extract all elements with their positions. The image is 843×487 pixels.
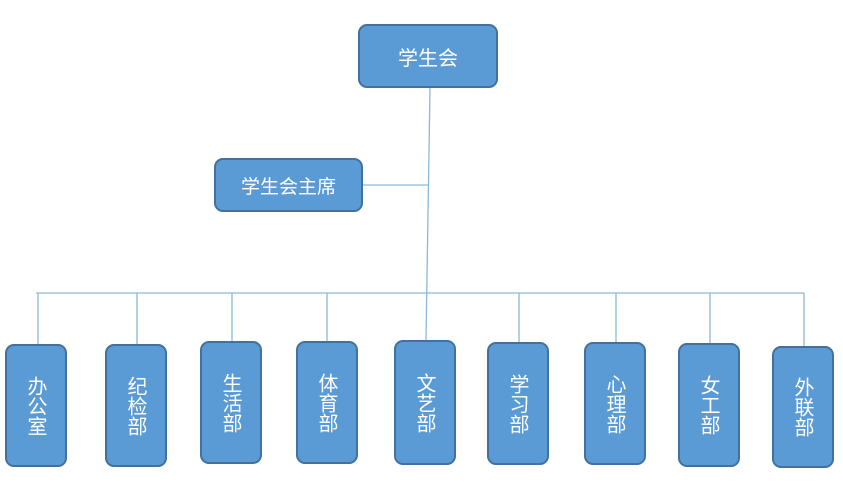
chair-node-label: 学生会主席 [240, 175, 336, 198]
dept-label: 体育部 [315, 372, 339, 433]
dept-label: 文艺部 [413, 372, 437, 433]
dept-node-sports: 体育部 [296, 341, 358, 464]
dept-label: 办公室 [24, 375, 48, 436]
chair-node: 学生会主席 [214, 158, 363, 212]
dept-node-arts: 文艺部 [394, 340, 456, 465]
connector-root-trunk [425, 87, 431, 341]
dept-node-study: 学习部 [487, 342, 549, 465]
dept-label: 女工部 [697, 375, 721, 435]
dept-node-office: 办公室 [5, 344, 67, 467]
dept-node-discipline: 纪检部 [105, 344, 167, 467]
dept-label: 学习部 [506, 373, 530, 434]
dept-node-external-relations: 外联部 [772, 346, 834, 468]
dept-node-psychology: 心理部 [584, 342, 646, 465]
dept-label: 生活部 [219, 372, 243, 433]
dept-label: 心理部 [603, 373, 627, 434]
dept-label: 纪检部 [124, 375, 148, 436]
root-node-student-union: 学生会 [358, 24, 498, 88]
dept-node-women-affairs: 女工部 [678, 343, 740, 467]
root-node-label: 学生会 [398, 45, 458, 70]
dept-node-life: 生活部 [200, 341, 262, 464]
dept-label: 外联部 [791, 377, 815, 437]
